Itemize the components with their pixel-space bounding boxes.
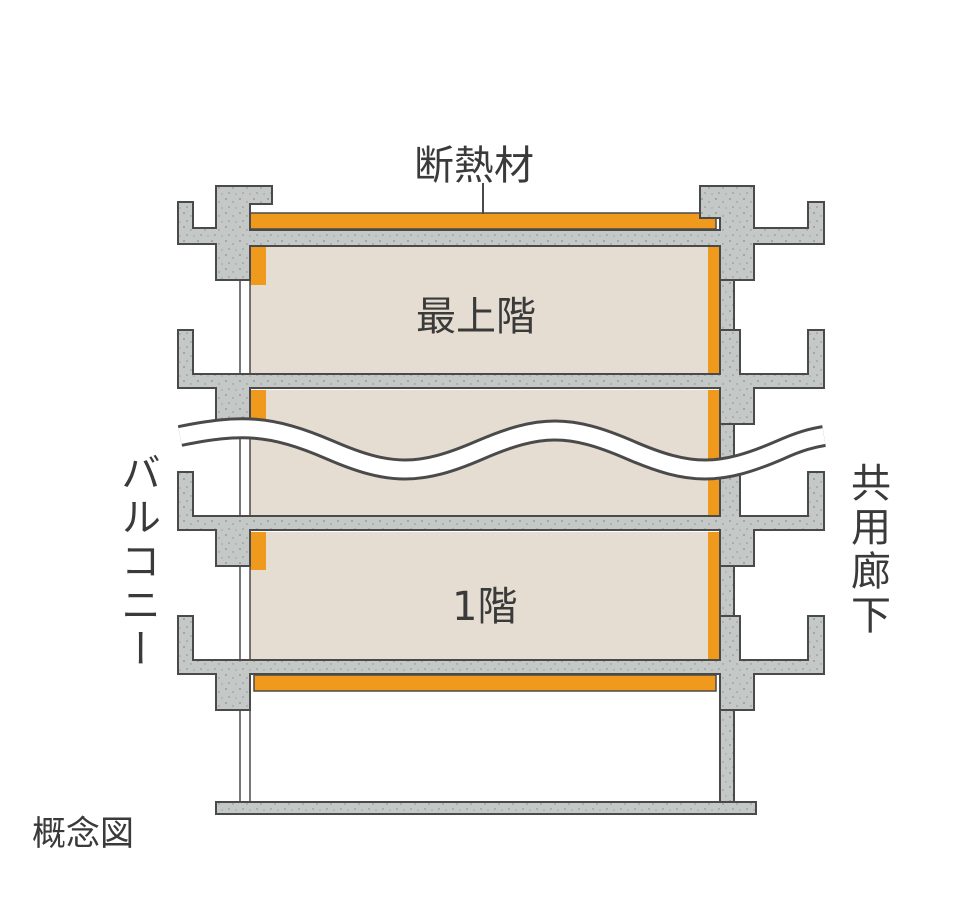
wall-insulation-top bbox=[708, 245, 720, 376]
first-floor-label: 1階 bbox=[452, 584, 518, 630]
room-top-floor bbox=[250, 247, 720, 375]
ground-slab bbox=[215, 801, 757, 815]
balcony-label: バルコニー bbox=[114, 452, 160, 672]
floor-slab-middle bbox=[177, 471, 825, 567]
insulation-label: 断熱材 bbox=[414, 143, 534, 189]
balcony-insulation-first bbox=[250, 532, 266, 570]
floor-insulation bbox=[253, 674, 717, 692]
balcony-insulation-top bbox=[250, 247, 266, 285]
room-first-floor bbox=[250, 532, 720, 660]
break-line bbox=[177, 417, 826, 481]
wall-insulation-first bbox=[708, 532, 720, 660]
top-floor-label: 最上階 bbox=[416, 294, 536, 340]
roof-slab bbox=[177, 185, 825, 281]
floor-slab-lower bbox=[177, 615, 825, 711]
concept-diagram-label: 概念図 bbox=[32, 814, 134, 854]
roof-insulation bbox=[249, 212, 717, 230]
corridor-label: 共用廊下 bbox=[844, 462, 890, 638]
wall-insulation-middle bbox=[708, 390, 720, 518]
